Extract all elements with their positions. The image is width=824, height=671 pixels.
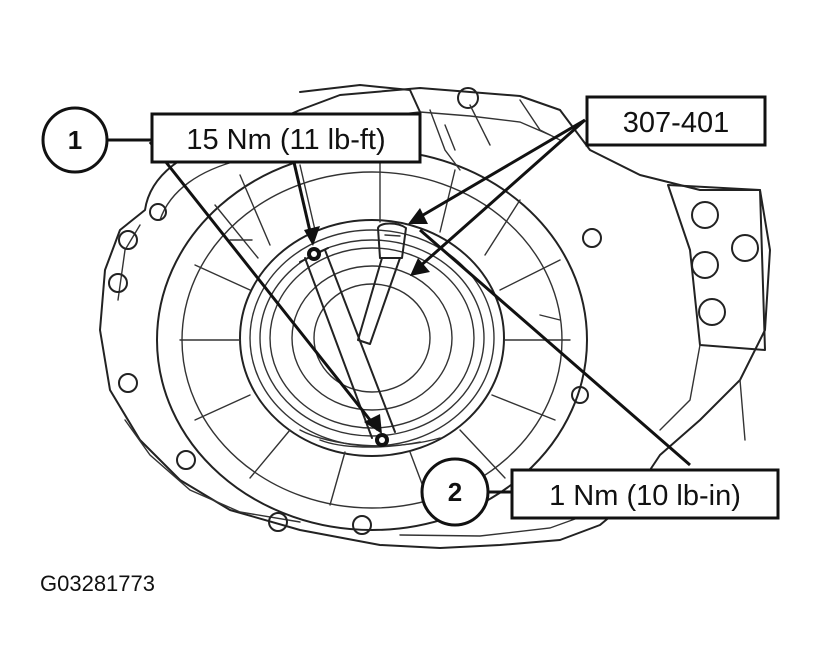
bolt-2	[375, 433, 389, 447]
leader-lines	[108, 118, 691, 494]
top-casting-detail	[299, 84, 561, 171]
callout-1: 1 15 Nm (11 lb-ft)	[41, 106, 422, 174]
bolt-1	[307, 247, 321, 261]
special-tool-307-401	[357, 222, 407, 345]
housing-ribs	[179, 159, 571, 506]
bore-rings	[156, 149, 588, 531]
figure-code: G03281773	[40, 571, 155, 596]
callout-2-torque-label: 1 Nm (10 lb-in)	[549, 480, 741, 512]
case-housing	[99, 87, 771, 549]
callout-1-number: 1	[68, 125, 82, 155]
tool-callout: 307-401	[585, 95, 767, 147]
tool-number-label: 307-401	[623, 107, 729, 139]
callout-2: 2 1 Nm (10 lb-in)	[420, 457, 780, 527]
callout-2-number: 2	[448, 477, 462, 507]
callout-1-torque-label: 15 Nm (11 lb-ft)	[186, 124, 385, 156]
